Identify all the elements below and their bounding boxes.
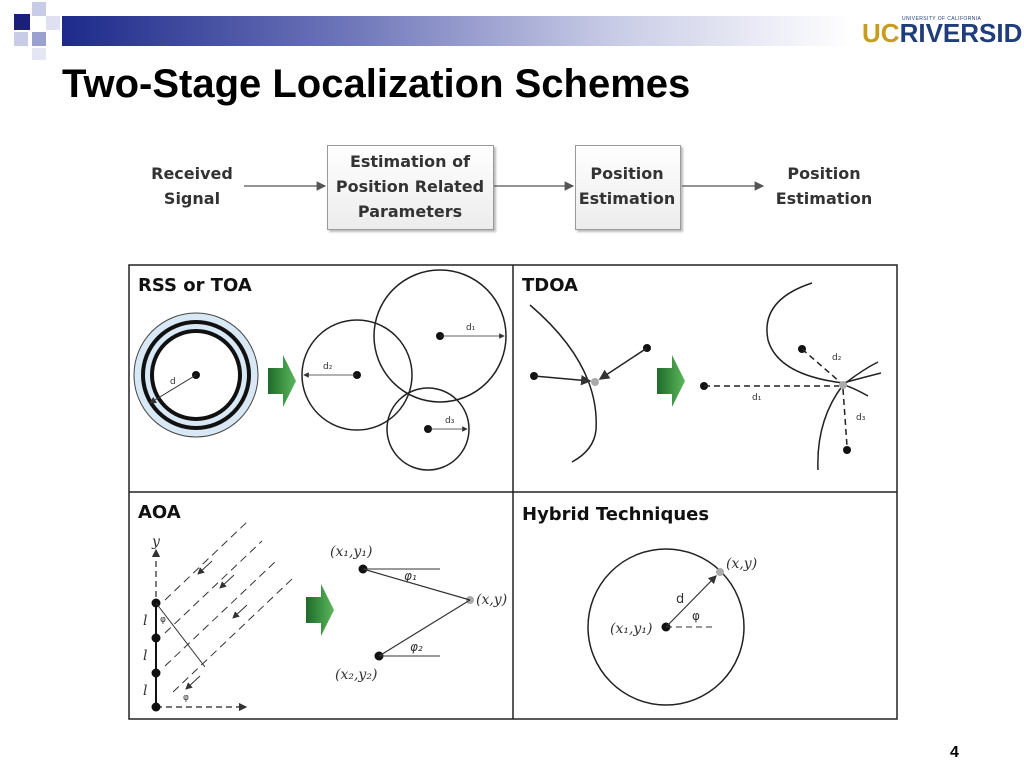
corner-square-light <box>32 2 46 16</box>
tdoa-intersection <box>839 381 847 389</box>
aoa-anchor-2-label: (x₂,y₂) <box>335 667 377 683</box>
aoa-incoming-arrow-1 <box>197 560 213 575</box>
panel-hybrid: Hybrid Techniques (x,y) (x₁,y₁) d φ <box>522 504 757 706</box>
aoa-antenna-3 <box>151 668 161 678</box>
flow-stage2-text: Position Estimation <box>578 164 676 208</box>
aoa-spacing-l-2: l <box>143 648 147 664</box>
toa-label-d2: d₂ <box>323 362 333 372</box>
corner-square-light <box>14 32 28 46</box>
flow-output-text: Position Estimation <box>775 164 873 208</box>
header-gradient-bar <box>62 16 852 46</box>
slide-title: Two-Stage Localization Schemes <box>62 62 691 106</box>
aoa-target-label: (x,y) <box>476 592 507 608</box>
toa-label-d1: d₁ <box>466 323 476 333</box>
toa-label-d3: d₃ <box>445 416 455 426</box>
hybrid-phi-label: φ <box>692 609 700 623</box>
aoa-incoming-arrow-2 <box>219 574 235 589</box>
aoa-phi-axis: φ <box>183 693 189 703</box>
tdoa-transition-arrow <box>657 355 685 407</box>
aoa-transition-arrow <box>306 584 334 636</box>
flow-stage1-text: Estimation of Position Related Parameter… <box>335 152 485 221</box>
panel-aoa-title: AOA <box>138 502 181 523</box>
panel-tdoa: TDOA d₁ d₂ d₃ <box>522 275 882 471</box>
tdoa-intersection-left <box>591 378 599 386</box>
aoa-antenna-2 <box>151 633 161 643</box>
logo-uc: UC <box>862 18 900 48</box>
aoa-phi1-label: φ₁ <box>404 569 417 583</box>
hybrid-target-label: (x,y) <box>726 556 757 572</box>
rss-label-d: d <box>170 377 176 387</box>
flow-input-label: Received Signal <box>132 161 252 211</box>
hybrid-anchor-label: (x₁,y₁) <box>610 621 652 637</box>
panel-rss-toa-title: RSS or TOA <box>138 275 252 296</box>
aoa-phi2-label: φ₂ <box>410 640 423 654</box>
corner-square-mid <box>32 32 46 46</box>
toa-circle-3 <box>386 387 470 471</box>
aoa-spacing-l-1: l <box>143 613 147 629</box>
tdoa-line-b <box>598 347 648 380</box>
aoa-bearing-2 <box>378 599 471 657</box>
toa-circle-1 <box>373 269 507 403</box>
aoa-anchor-1-label: (x₁,y₁) <box>330 544 372 560</box>
aoa-antenna-4 <box>151 702 161 712</box>
panel-hybrid-title: Hybrid Techniques <box>522 504 709 525</box>
hybrid-range-circle <box>587 548 745 706</box>
aoa-wave-2 <box>164 540 263 634</box>
corner-square-navy <box>14 14 30 30</box>
panel-aoa: AOA y l l l φ φ (x₁,y₁) (x₂,y₂) (x,y) <box>138 502 507 712</box>
aoa-wave-4 <box>172 578 293 693</box>
aoa-bearing-1 <box>362 568 471 601</box>
panel-rss-toa: RSS or TOA d d₁ d₂ d₃ <box>133 269 507 471</box>
rss-transition-arrow <box>268 355 296 407</box>
flow-stage2-label: Position Estimation <box>578 161 676 211</box>
logo-university: UNIVERSITY OF CALIFORNIA <box>902 16 982 22</box>
uc-riverside-logo: UCRIVERSIDE UNIVERSITY OF CALIFORNIA <box>862 16 1024 48</box>
aoa-spacing-l-3: l <box>143 683 147 699</box>
aoa-wavefront-normal <box>155 602 206 668</box>
aoa-wave-1 <box>164 521 248 601</box>
flow-output-label: Position Estimation <box>768 161 880 211</box>
toa-circle-2 <box>301 319 413 431</box>
hybrid-range-d <box>665 575 717 628</box>
corner-square-light <box>46 16 60 30</box>
tdoa-dist-d2 <box>801 348 841 383</box>
tdoa-anchor-3 <box>843 446 851 454</box>
corner-square-light <box>32 48 46 60</box>
aoa-incoming-arrow-4 <box>185 675 201 690</box>
rss-radius-d <box>149 374 197 404</box>
logo-riverside: RIVERSIDE <box>899 18 1024 48</box>
hybrid-d-label: d <box>676 592 684 607</box>
tdoa-label-d3: d₃ <box>856 413 866 423</box>
tdoa-label-d2: d₂ <box>832 353 842 363</box>
flow-input-text: Received Signal <box>151 164 233 208</box>
panel-tdoa-title: TDOA <box>522 275 578 296</box>
hybrid-target <box>716 568 724 576</box>
flow-stage1-box <box>327 145 494 230</box>
page-number: 4 <box>950 744 959 761</box>
aoa-incoming-arrow-3 <box>232 604 248 619</box>
flow-stage1-label: Estimation of Position Related Parameter… <box>330 149 490 224</box>
flow-stage2-box <box>575 145 681 230</box>
tdoa-hyperbola-left <box>529 304 597 463</box>
rss-ring-outer <box>141 320 251 430</box>
aoa-y-label: y <box>151 534 161 550</box>
tdoa-label-d1: d₁ <box>752 393 762 403</box>
tdoa-hyperbola-1 <box>766 282 882 384</box>
aoa-phi-array: φ <box>160 615 166 625</box>
tdoa-line-a <box>533 374 592 386</box>
